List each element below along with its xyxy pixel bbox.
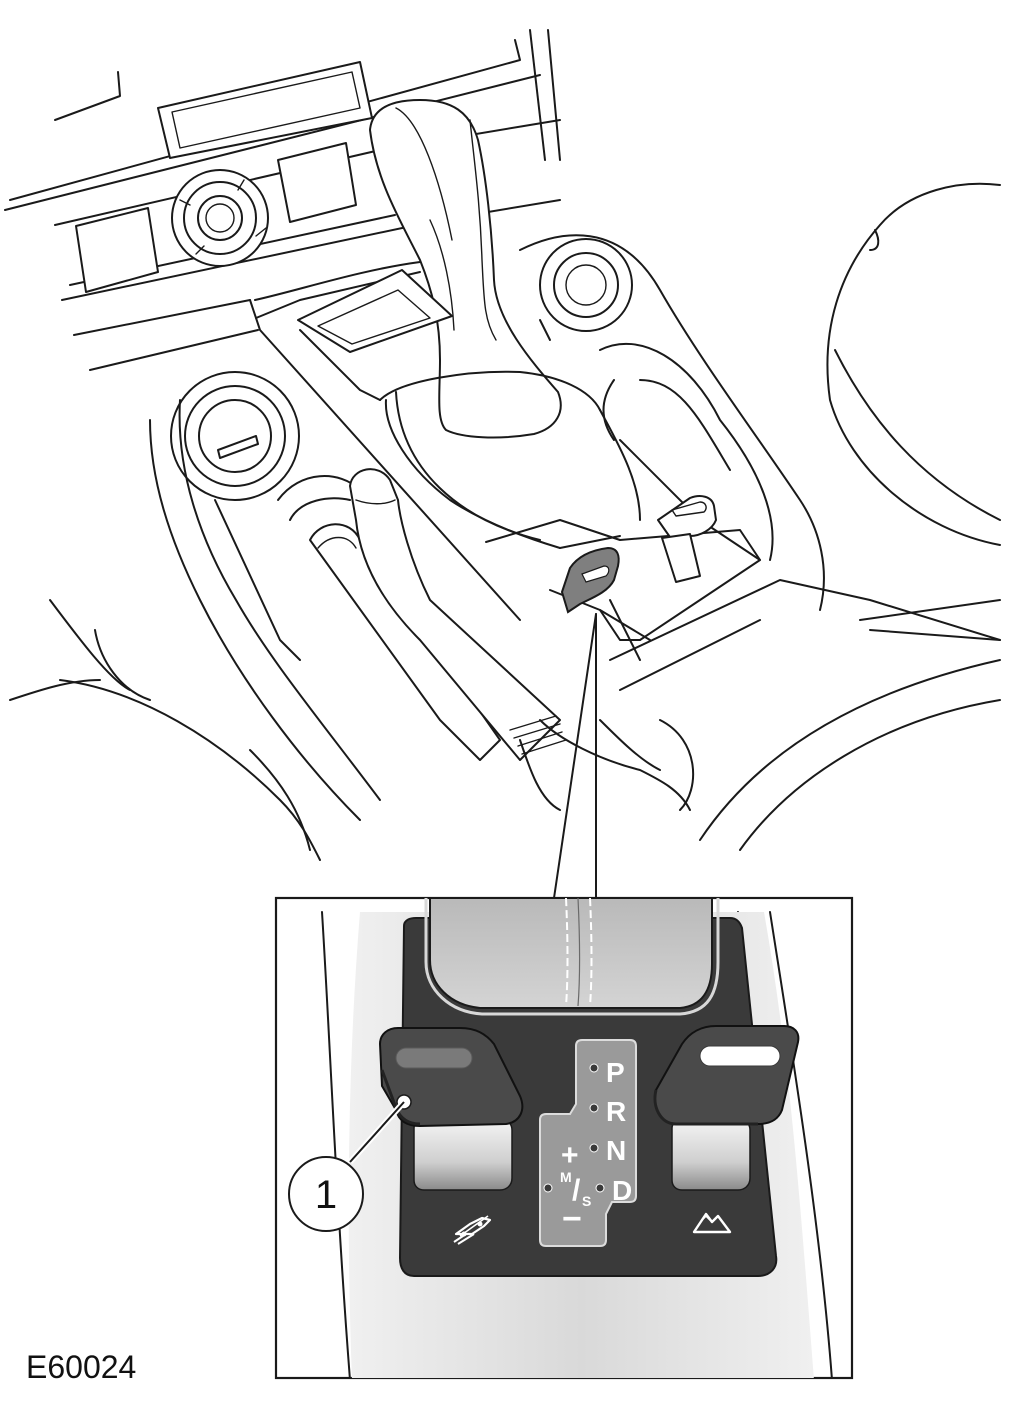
gate-ms-slash: /	[572, 1174, 581, 1207]
gate-minus: −	[562, 1200, 582, 1238]
callout-number: 1	[315, 1173, 337, 1217]
detail-inset: P R N D + M / S − 1	[274, 896, 854, 1380]
gate-letter-p: P	[606, 1057, 625, 1088]
gate-ms-s: S	[582, 1193, 591, 1209]
mountain-terrain-icon	[692, 1212, 732, 1234]
figure-code: E60024	[26, 1349, 137, 1385]
gate-letter-d: D	[612, 1175, 632, 1206]
hill-descent-switch	[378, 1027, 524, 1191]
terrain-switch	[653, 1025, 800, 1191]
gear-gate-plate: P R N D + M / S −	[539, 1039, 637, 1247]
gate-ms-m: M	[560, 1169, 572, 1185]
hill-descent-icon	[453, 1215, 492, 1245]
gate-letter-r: R	[606, 1096, 626, 1127]
console-line-drawing	[4, 29, 1001, 899]
callout-1: 1	[288, 1099, 407, 1232]
gate-plus: +	[561, 1139, 579, 1172]
gate-letter-n: N	[606, 1135, 626, 1166]
